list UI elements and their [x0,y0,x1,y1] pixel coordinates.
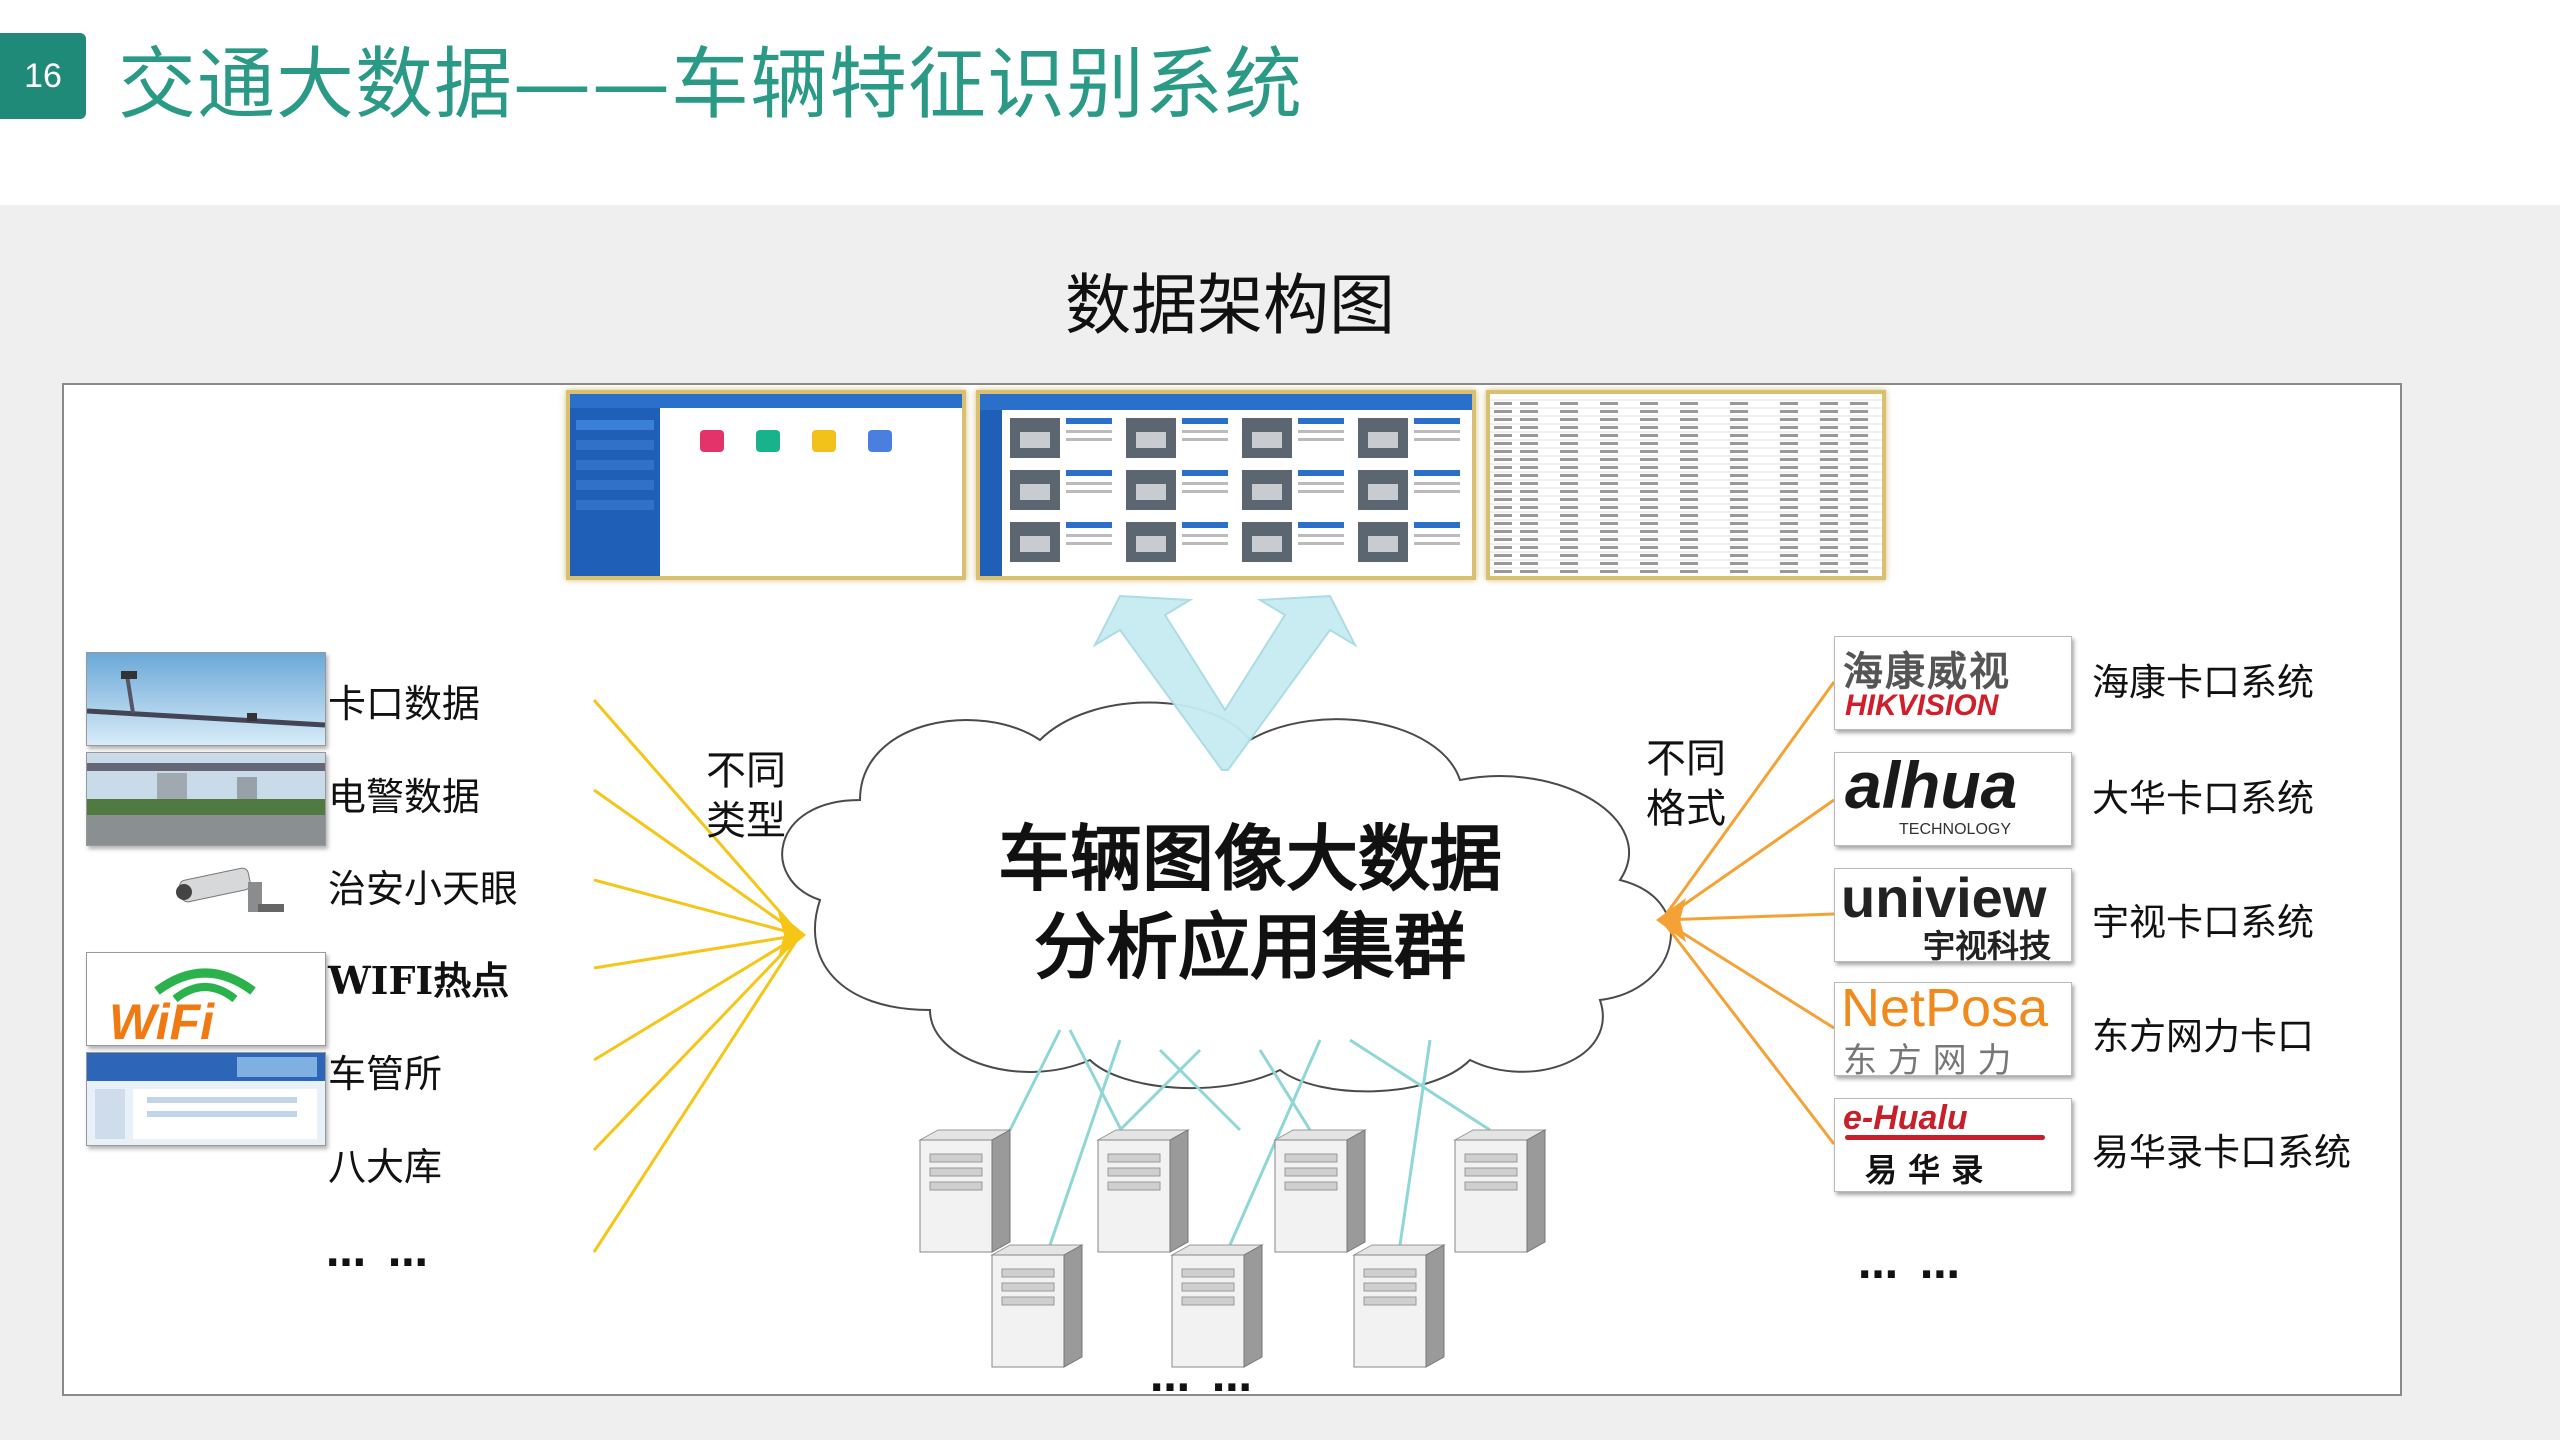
right-arrow-line [1660,919,1836,1145]
source-label-cctv: 治安小天眼 [328,867,519,911]
left-arrowhead [778,912,806,958]
ehualu-logo: e-Hualu 易 华 录 [1834,1098,2072,1192]
dahua-logo: alhua TECHNOLOGY [1834,752,2072,846]
left-sources-more: … … [326,1230,432,1276]
cluster-center-label: 车辆图像大数据 分析应用集群 [900,815,1600,991]
left-arrow-line [592,699,802,936]
right-arrow-line [1660,681,1836,921]
source-label-checkpoint: 卡口数据 [328,682,481,726]
page-number-badge: 16 [0,33,86,119]
server-link [1349,1038,1491,1132]
right-arrow-line [1661,798,1835,922]
netposa-logo: NetPosa 东 方 网 力 [1834,982,2072,1076]
server-cluster [918,1129,1547,1368]
right-arrow-line [1661,912,1835,922]
slide-title: 交通大数据——车辆特征识别系统 [118,40,1304,130]
server-icon [1352,1244,1446,1368]
source-label-dmv: 车管所 [328,1052,443,1096]
center-line-1: 车辆图像大数据 [997,817,1502,901]
left-arrow-line [592,934,802,1253]
uniview-logo: uniview 宇视科技 [1834,868,2072,962]
left-arrow-line [593,933,801,1062]
system-label-uniview: 宇视卡口系统 [2092,901,2314,944]
server-icon [1170,1244,1264,1368]
checkpoint-camera-image [86,652,326,746]
traffic-enforcement-image [86,752,326,846]
app-screenshot-dashboard [566,390,966,580]
servers-more: … … [1150,1355,1256,1401]
server-icon [990,1244,1084,1368]
source-label-wifi: WIFI热点 [328,958,510,1003]
right-arrow-line [1661,918,1835,1030]
system-label-hikvision: 海康卡口系统 [2092,661,2314,704]
app-screenshot-vehicle-gallery [976,390,1476,580]
server-link [1118,1048,1202,1132]
wifi-logo-image: WiFi [86,952,326,1046]
source-label-eight-databases: 八大库 [328,1145,443,1189]
app-screenshot-data-table [1486,390,1886,580]
system-label-dahua: 大华卡口系统 [2092,777,2314,820]
center-line-2: 分析应用集群 [1033,905,1466,989]
cctv-camera-icon [160,862,290,922]
wifi-logo-text: WiFi [109,994,215,1045]
server-icon [1453,1129,1547,1253]
right-arrowhead [1656,898,1686,942]
diagram-title: 数据架构图 [1065,267,1395,344]
right-systems-more: … … [1858,1242,1964,1288]
double-up-arrow [1092,594,1358,771]
left-converging-arrows [592,699,806,1253]
right-converging-arrows [1656,681,1836,1145]
system-label-netposa: 东方网力卡口 [2092,1015,2314,1058]
source-label-enforcement: 电警数据 [328,775,481,819]
cloud-shape [781,701,1672,1093]
different-formats-note: 不同 格式 [1646,736,1726,832]
server-link [1398,1039,1432,1246]
server-icon [918,1129,1012,1253]
slide-header: 16 交通大数据——车辆特征识别系统 [0,0,2560,205]
server-link [1158,1048,1242,1132]
different-types-note: 不同 类型 [706,748,786,844]
server-link [1048,1039,1122,1246]
left-arrow-line [593,878,801,937]
server-link [1008,1029,1062,1131]
left-arrow-line [593,788,801,937]
server-icon [1273,1129,1367,1253]
server-icon [1096,1129,1190,1253]
hikvision-logo: 海康威视 HIKVISION [1834,636,2072,730]
dmv-website-image [86,1052,326,1146]
left-arrow-line [593,933,801,970]
left-arrow-line [592,933,802,1152]
system-label-ehualu: 易华录卡口系统 [2092,1131,2351,1174]
server-link [1258,1049,1312,1131]
